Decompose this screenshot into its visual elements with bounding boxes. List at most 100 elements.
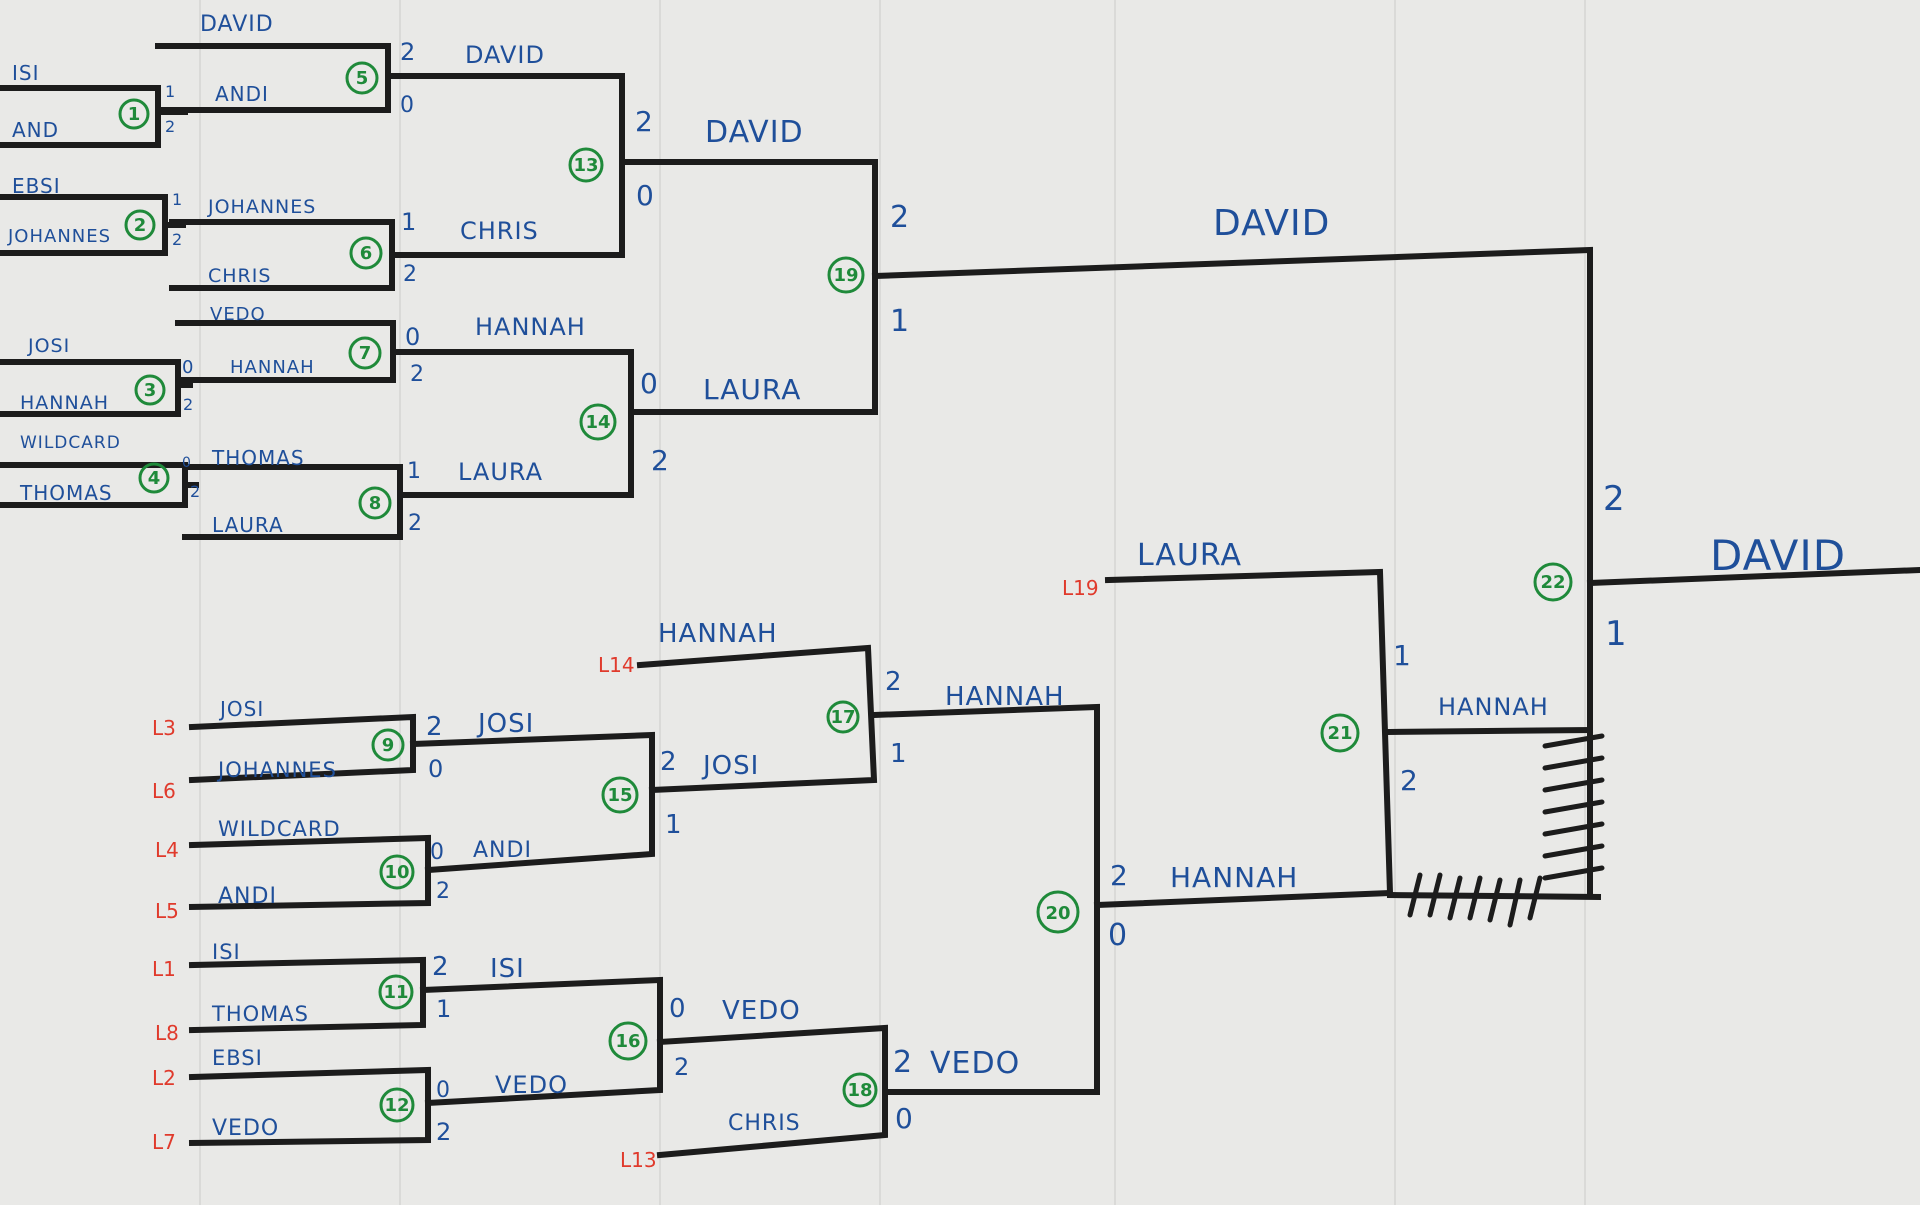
score: 2: [1603, 479, 1625, 519]
player-name: DAVID: [1213, 203, 1330, 244]
loser-ref: L6: [152, 779, 176, 803]
match-number-5: 5: [345, 61, 379, 95]
player-name: LAURA: [458, 458, 543, 486]
score: 2: [183, 395, 193, 414]
player-name: ISI: [490, 954, 525, 984]
player-name: JOHANNES: [7, 226, 111, 247]
loser-ref: L13: [620, 1148, 657, 1172]
score: 2: [660, 747, 677, 777]
player-name: ANDI: [215, 82, 269, 106]
match-number-21: 21: [1320, 713, 1360, 753]
score: 2: [426, 712, 443, 742]
match-number-4: 4: [138, 462, 170, 494]
loser-ref: L2: [152, 1066, 176, 1090]
player-name: EBSI: [212, 1046, 263, 1070]
player-name: EBSI: [12, 174, 61, 198]
match-22-lines: [871, 246, 1593, 898]
match-18-lines: [656, 1024, 888, 1159]
match-16-lines: [419, 976, 663, 1107]
score: 2: [165, 117, 175, 136]
player-name: JOHANNES: [207, 196, 316, 218]
player-name: AND: [12, 118, 59, 142]
player-name: THOMAS: [211, 446, 305, 470]
score: 0: [640, 367, 658, 400]
match-number-13: 13: [568, 147, 604, 183]
player-name: JOSI: [701, 751, 759, 781]
score: 0: [428, 755, 443, 783]
match-number-6: 6: [349, 236, 383, 270]
svg-text:4: 4: [148, 468, 161, 489]
player-name: HANNAH: [230, 357, 315, 378]
match-number-22: 22: [1533, 562, 1573, 602]
score: 0: [182, 455, 191, 471]
player-name: WILDCARD: [218, 817, 341, 841]
svg-text:19: 19: [833, 265, 858, 286]
match-number-17: 17: [826, 700, 860, 734]
score: 2: [403, 262, 417, 287]
score: 2: [1400, 764, 1418, 797]
score: 1: [436, 995, 451, 1023]
match-number-8: 8: [358, 486, 392, 520]
score: 2: [436, 1118, 451, 1146]
score: 2: [190, 482, 200, 501]
match-numbers: 1 2 3 4 5 6 7 8 9 10 11 12 13 14 15 16 1…: [118, 61, 1573, 1123]
loser-ref: L3: [152, 716, 176, 740]
match-1-lines: [0, 85, 161, 148]
player-name: ANDI: [473, 838, 532, 863]
player-name: ANDI: [218, 884, 277, 909]
score: 1: [407, 459, 421, 484]
match-number-12: 12: [379, 1087, 415, 1123]
player-name: HANNAH: [1438, 693, 1549, 721]
svg-text:3: 3: [144, 380, 157, 401]
score: 2: [408, 511, 422, 536]
match-number-3: 3: [134, 374, 166, 406]
match-13-lines: [385, 73, 625, 258]
loser-ref: L19: [1062, 576, 1099, 600]
player-name: JOSI: [27, 335, 70, 357]
player-name: LAURA: [1137, 538, 1242, 573]
paper-guides: [199, 0, 1586, 1205]
player-name: HANNAH: [475, 313, 586, 341]
score: 2: [410, 362, 424, 387]
match-8-lines: [182, 464, 403, 540]
champion-line: [1586, 566, 1920, 587]
player-name: JOSI: [476, 709, 534, 739]
match-number-19: 19: [827, 256, 865, 294]
score: 0: [430, 840, 444, 865]
match-15-lines: [409, 731, 655, 874]
svg-text:17: 17: [830, 707, 855, 728]
player-name: VEDO: [212, 1116, 279, 1141]
score: 1: [165, 82, 175, 101]
match-number-10: 10: [379, 854, 415, 890]
match-20-lines: [870, 703, 1100, 1095]
loser-ref: L8: [155, 1021, 179, 1045]
score: 1: [401, 208, 416, 236]
score: 0: [182, 357, 193, 378]
scores: 2 0 1 2 1 2 1 2 0 2 0 2 0 2 1 2 2 0 0 2 …: [165, 38, 1627, 1146]
player-names: DAVID ISI ANDI AND DAVID EBSI JOHANNES J…: [7, 12, 1846, 1141]
score: 1: [1393, 639, 1411, 672]
bracket-lines: [0, 43, 1920, 1159]
score: 2: [890, 200, 909, 235]
score: 2: [436, 879, 450, 904]
svg-text:7: 7: [359, 343, 372, 364]
match-number-14: 14: [579, 403, 617, 441]
score: 0: [436, 1078, 450, 1103]
champion-name: DAVID: [1710, 531, 1846, 580]
match-5-lines: [155, 43, 391, 113]
score: 2: [893, 1045, 912, 1080]
score: 2: [635, 105, 653, 138]
loser-ref: L4: [155, 838, 179, 862]
player-name: VEDO: [495, 1071, 568, 1099]
svg-text:16: 16: [615, 1031, 640, 1052]
player-name: JOHANNES: [216, 758, 337, 782]
score: 1: [890, 739, 907, 769]
player-name: HANNAH: [658, 619, 778, 649]
match-number-9: 9: [371, 728, 405, 762]
svg-text:1: 1: [128, 104, 141, 125]
score: 1: [1605, 614, 1627, 654]
player-name: CHRIS: [728, 1111, 801, 1136]
svg-text:13: 13: [573, 155, 598, 176]
score: 2: [1110, 859, 1128, 892]
